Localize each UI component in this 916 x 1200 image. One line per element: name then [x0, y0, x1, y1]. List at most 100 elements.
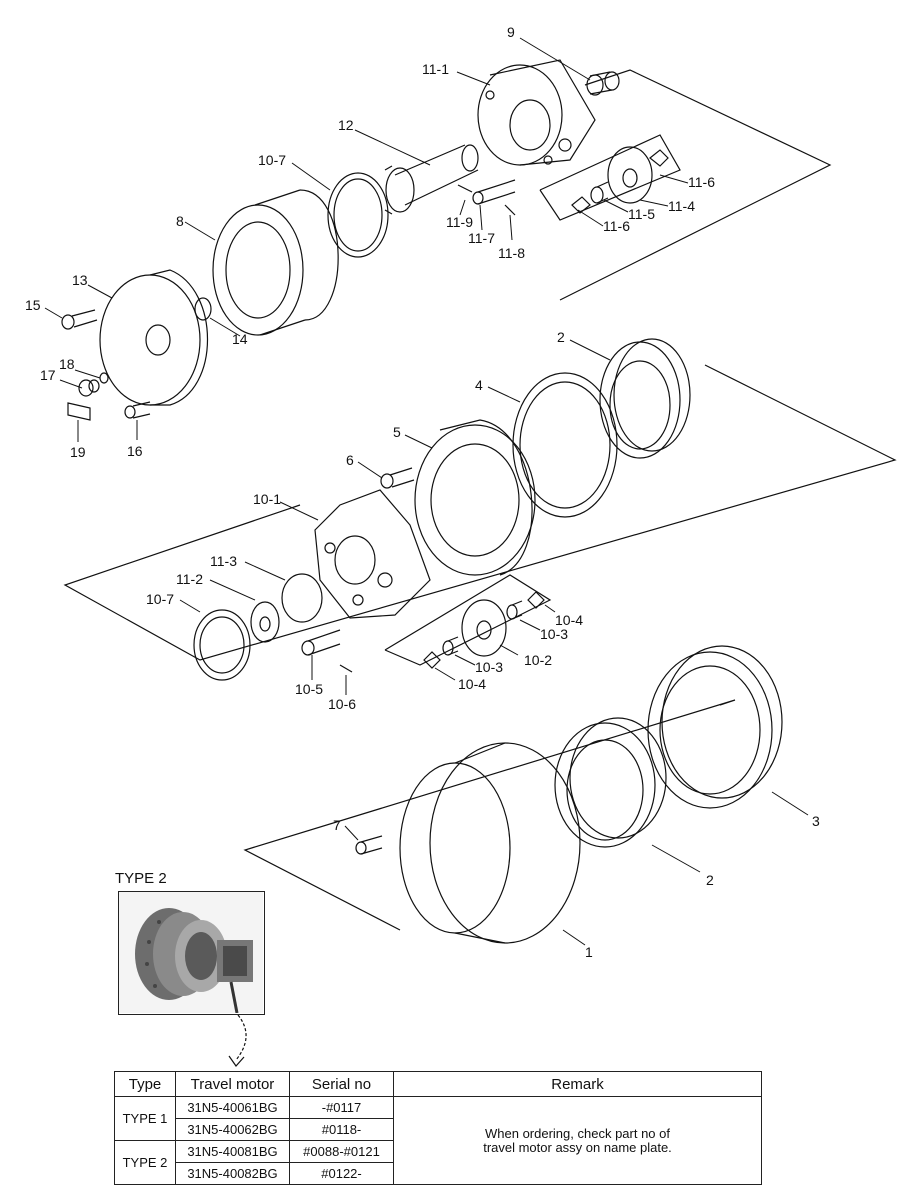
remark-line-1: When ordering, check part no of	[485, 1125, 670, 1141]
callout-11-5: 11-5	[628, 206, 655, 222]
pin-part-10-6	[339, 664, 353, 673]
needle-bearing-part-10-3-b	[442, 636, 459, 656]
frame-gear-sub	[539, 134, 681, 221]
washer-part-11-6-a	[649, 149, 669, 167]
o-ring-part-18	[99, 372, 109, 384]
floating-seal-part-3	[647, 645, 783, 809]
callout-11-3: 11-3	[210, 553, 237, 569]
pin-part-10-5	[301, 629, 341, 656]
callout-13: 13	[72, 272, 88, 288]
ring-part-11-3	[281, 573, 323, 623]
frame-gear-sub-lower	[384, 574, 552, 666]
callout-8: 8	[176, 213, 184, 229]
callout-10-3-b: 10-3	[475, 659, 503, 675]
motor-cell: 31N5-40062BG	[175, 1118, 290, 1141]
type-1-cell: TYPE 1	[114, 1096, 176, 1141]
needle-bearing-part-11-5	[590, 181, 609, 204]
serial-cell: #0088-#0121	[289, 1140, 394, 1163]
callout-10-7-mid: 10-7	[146, 591, 174, 607]
shaft-part-12	[384, 144, 479, 215]
housing-part-1	[399, 742, 581, 944]
callout-5: 5	[393, 424, 401, 440]
carrier-part-10-1	[314, 489, 431, 619]
motor-cell: 31N5-40081BG	[175, 1140, 290, 1163]
callout-6: 6	[346, 452, 354, 468]
bushing-part-9	[586, 71, 620, 96]
table-row: TYPE 1 31N5-40061BG -#0117 When ordering…	[114, 1096, 762, 1185]
callout-labels: 9 11-1 12 10-7 8 11-6 11-4 11-5 11-6 11-…	[25, 24, 820, 960]
callout-1: 1	[585, 944, 593, 960]
callout-9: 9	[507, 24, 515, 40]
callout-4: 4	[475, 377, 483, 393]
pin-part-7	[355, 835, 383, 855]
carrier-part-11-1	[477, 59, 596, 166]
callout-10-2: 10-2	[524, 652, 552, 668]
remark-cell: When ordering, check part no of travel m…	[393, 1096, 762, 1185]
callout-10-4-b: 10-4	[458, 676, 486, 692]
callout-11-6-a: 11-6	[688, 174, 715, 190]
callout-14: 14	[232, 331, 248, 347]
washer-part-10-7-top	[327, 172, 389, 258]
pin-part-11-8	[504, 204, 516, 216]
header-travel-motor: Travel motor	[175, 1071, 290, 1097]
serial-cell: #0118-	[289, 1118, 394, 1141]
serial-cell: #0122-	[289, 1162, 394, 1185]
gear-part-11-4	[607, 146, 653, 204]
callout-11-1: 11-1	[422, 61, 449, 77]
plug-part-17	[78, 379, 100, 397]
travel-motor-photo-icon	[119, 892, 263, 1014]
callout-10-3-a: 10-3	[540, 626, 568, 642]
type2-arrowhead	[228, 1055, 245, 1067]
callout-2-top: 2	[557, 329, 565, 345]
frame-lower	[243, 699, 736, 931]
plug-part-16	[124, 401, 151, 419]
table-row: TYPE 2 31N5-40081BG #0088-#0121	[114, 1140, 762, 1185]
callout-2-bottom: 2	[706, 872, 714, 888]
callout-11-2: 11-2	[176, 571, 203, 587]
bolt-part-6	[380, 467, 415, 489]
type-2-cell: TYPE 2	[114, 1140, 176, 1185]
gear-part-11-2	[250, 601, 280, 643]
type-2-photo	[118, 891, 265, 1015]
callout-16: 16	[127, 443, 143, 459]
seal-ring-part-4	[512, 372, 618, 518]
callout-18: 18	[59, 356, 75, 372]
ring-gear-part-8	[212, 189, 339, 336]
callout-10-1: 10-1	[253, 491, 281, 507]
callout-15: 15	[25, 297, 41, 313]
callout-12: 12	[338, 117, 354, 133]
callout-19: 19	[70, 444, 86, 460]
callout-11-9: 11-9	[446, 214, 473, 230]
callout-10-7-top: 10-7	[258, 152, 286, 168]
needle-bearing-part-10-3-a	[506, 600, 523, 620]
ring-part-14	[194, 297, 212, 321]
washer-part-10-4-a	[527, 591, 545, 609]
motor-cell: 31N5-40082BG	[175, 1162, 290, 1185]
callout-11-6-b: 11-6	[603, 218, 630, 234]
pin-part-11-9	[457, 184, 473, 193]
bearing-part-2-bottom	[554, 717, 667, 848]
serial-number-table: Type Travel motor Serial no Remark TYPE …	[114, 1071, 762, 1185]
washer-part-10-7-mid	[193, 609, 251, 681]
callout-10-5: 10-5	[295, 681, 323, 697]
bolt-part-15	[61, 309, 98, 330]
serial-cell: -#0117	[289, 1096, 394, 1119]
cover-part-13	[99, 269, 208, 406]
frame-upper	[559, 69, 832, 301]
callout-10-6: 10-6	[328, 696, 356, 712]
header-remark: Remark	[393, 1071, 762, 1097]
frame-middle	[63, 364, 897, 661]
callout-17: 17	[40, 367, 56, 383]
nameplate-part-19	[67, 402, 91, 421]
header-serial-no: Serial no	[289, 1071, 394, 1097]
callout-11-4: 11-4	[668, 198, 695, 214]
callout-10-4-a: 10-4	[555, 612, 583, 628]
pin-part-11-7	[472, 179, 516, 205]
callout-7: 7	[333, 817, 341, 833]
leader-lines	[44, 37, 809, 946]
type2-arrow	[235, 1014, 247, 1061]
holed-ring-part-5	[414, 419, 536, 576]
gear-part-10-2	[461, 599, 507, 657]
washer-part-10-4-b	[423, 651, 441, 669]
